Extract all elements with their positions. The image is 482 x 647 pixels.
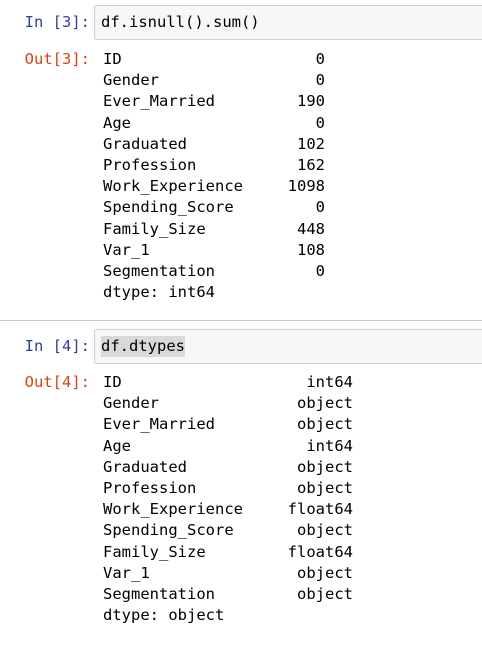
output-row: Spending_Score object [103, 520, 353, 541]
row-value: object [297, 521, 353, 540]
input-prompt: In [3]: [24, 13, 90, 31]
row-label: Age [103, 436, 131, 455]
row-value: 190 [297, 92, 325, 111]
row-label: Spending_Score [103, 198, 234, 217]
row-label: Segmentation [103, 584, 215, 603]
row-label: Ever_Married [103, 92, 215, 111]
row-value: object [297, 563, 353, 582]
output-prompt: Out[3]: [24, 50, 90, 68]
dtype-line: dtype: int64 [103, 283, 215, 302]
output-row: Ever_Married object [103, 414, 353, 435]
code-text[interactable]: df.isnull().sum() [101, 13, 260, 31]
row-value: object [297, 457, 353, 476]
row-value: 0 [315, 71, 325, 90]
row-value: 0 [315, 198, 325, 217]
row-label: Work_Experience [103, 500, 243, 519]
output-row: Profession 162 [103, 155, 325, 176]
output-row: Age 0 [103, 113, 325, 134]
row-label: Family_Size [103, 542, 206, 561]
row-value: object [297, 478, 353, 497]
row-label: Gender [103, 71, 159, 90]
output-row: ID int64 [103, 372, 353, 393]
row-label: Age [103, 113, 131, 132]
output-row: Ever_Married 190 [103, 91, 325, 112]
output-row: Gender object [103, 393, 353, 414]
row-value: 448 [297, 219, 325, 238]
row-label: Graduated [103, 457, 187, 476]
row-value: object [297, 415, 353, 434]
output-row: Graduated object [103, 457, 353, 478]
row-value: object [297, 584, 353, 603]
row-value: int64 [306, 436, 353, 455]
input-prompt: In [4]: [24, 337, 90, 355]
code-input-area[interactable]: df.dtypes [94, 329, 482, 364]
row-label: Var_1 [103, 240, 150, 259]
code-input-area[interactable]: df.isnull().sum() [94, 5, 482, 40]
dtype-line: dtype: object [103, 606, 225, 625]
output-row: ID 0 [103, 49, 325, 70]
output-row: Profession object [103, 478, 353, 499]
output-row: Var_1 object [103, 563, 353, 584]
row-value: 108 [297, 240, 325, 259]
row-value: 162 [297, 155, 325, 174]
output-row: Family_Size float64 [103, 542, 353, 563]
code-text[interactable]: df.dtypes [101, 336, 185, 357]
row-label: Gender [103, 394, 159, 413]
row-value: int64 [306, 373, 353, 391]
row-value: 0 [315, 50, 325, 68]
row-label: Profession [103, 478, 197, 497]
row-label: ID [103, 373, 122, 391]
row-label: Graduated [103, 134, 187, 153]
row-label: ID [103, 50, 122, 68]
row-label: Profession [103, 155, 197, 174]
row-value: 102 [297, 134, 325, 153]
output-row: Var_1 108 [103, 240, 325, 261]
row-value: float64 [287, 542, 353, 561]
row-label: Family_Size [103, 219, 206, 238]
row-label: Spending_Score [103, 521, 234, 540]
output-row: Segmentation object [103, 584, 353, 605]
cell-separator [0, 320, 482, 321]
output-row: Graduated 102 [103, 134, 325, 155]
row-value: float64 [287, 500, 353, 519]
output-row: Age int64 [103, 436, 353, 457]
output-prompt: Out[4]: [24, 373, 90, 391]
row-value: 0 [315, 261, 325, 280]
output-row: Work_Experience float64 [103, 499, 353, 520]
output-row: Work_Experience 1098 [103, 176, 325, 197]
output-row: Family_Size 448 [103, 219, 325, 240]
row-label: Ever_Married [103, 415, 215, 434]
row-label: Work_Experience [103, 177, 243, 196]
output-row: Segmentation 0 [103, 261, 325, 282]
output-row: Spending_Score 0 [103, 197, 325, 218]
row-label: Segmentation [103, 261, 215, 280]
row-value: 0 [315, 113, 325, 132]
row-value: 1098 [287, 177, 325, 196]
row-label: Var_1 [103, 563, 150, 582]
row-value: object [297, 394, 353, 413]
output-row: Gender 0 [103, 70, 325, 91]
